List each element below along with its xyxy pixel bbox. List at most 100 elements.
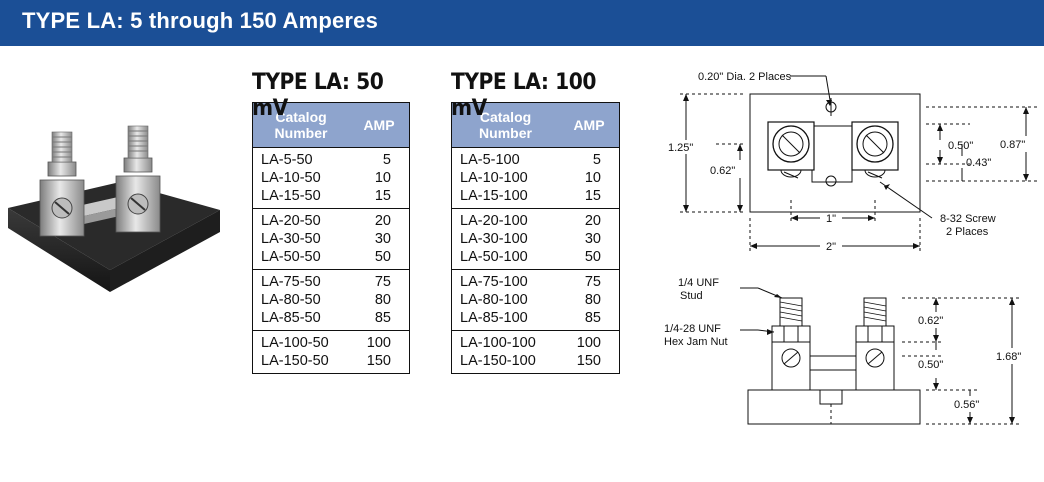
hole-dia-label: 0.20" Dia. 2 Places: [698, 71, 792, 83]
catalog-cell: LA-15-100: [460, 188, 528, 204]
col-catalog-header: Catalog Number: [451, 102, 559, 148]
group-4: LA-100-100 100 LA-150-100 150: [451, 330, 620, 374]
nut-label-line2: Hex Jam Nut: [664, 336, 728, 348]
catalog-cell: LA-30-50: [261, 231, 321, 247]
amp-cell: 100: [576, 335, 601, 351]
catalog-cell: LA-150-50: [261, 353, 329, 369]
screw-label-line1: 8-32 Screw: [940, 213, 996, 225]
catalog-cell: LA-30-100: [460, 231, 528, 247]
amp-cell: 15: [374, 188, 391, 204]
catalog-cell: LA-85-100: [460, 310, 528, 326]
col-catalog-line1: Catalog: [275, 109, 327, 125]
catalog-cell: LA-75-50: [261, 274, 321, 290]
table-100mv-title: TYPE LA: 100 mV: [451, 70, 596, 121]
amp-cell: 85: [584, 310, 601, 326]
dim-side-0.62-label: 0.62": [918, 315, 943, 327]
shunt-product-photo: [8, 125, 220, 292]
col-catalog-header: Catalog Number: [252, 102, 349, 148]
table-row: LA-150-100 150: [452, 352, 620, 374]
catalog-cell: LA-20-50: [261, 213, 321, 229]
col-amp-header: AMP: [559, 102, 620, 148]
dim-side-1.68-label: 1.68": [996, 351, 1021, 363]
col-catalog-line2: Number: [274, 125, 328, 141]
stud-label-line2: Stud: [680, 290, 703, 302]
screw-label-line2: 2 Places: [946, 226, 989, 238]
catalog-cell: LA-80-100: [460, 292, 528, 308]
table-50mv-section: TYPE LA: 50 mV Catalog Number AMP LA-5-5…: [252, 70, 410, 374]
group-3: LA-75-50 75 LA-80-50 80 LA-85-50 85: [252, 269, 410, 331]
table-row: LA-100-100 100: [452, 331, 620, 353]
dim-side-0.50-label: 0.50": [918, 359, 943, 371]
dim-side-0.56-label: 0.56": [954, 399, 979, 411]
dim-0.50-label: 0.50": [948, 140, 973, 152]
catalog-cell: LA-20-100: [460, 213, 528, 229]
dim-0.43-label: 0.43": [966, 157, 991, 169]
nut-label-line1: 1/4-28 UNF: [664, 323, 721, 335]
dim-1.25-label: 1.25": [668, 142, 693, 154]
table-row: LA-85-50 85: [253, 309, 410, 331]
amp-cell: 150: [366, 353, 391, 369]
stud-label-line1: 1/4 UNF: [678, 277, 719, 289]
table-100mv-section: TYPE LA: 100 mV Catalog Number AMP LA-5-…: [451, 70, 620, 374]
table-50mv: Catalog Number AMP LA-5-50 5 LA-10-50 10 L…: [252, 102, 410, 374]
amp-cell: 75: [584, 274, 601, 290]
table-row: LA-50-100 50: [452, 248, 620, 270]
amp-cell: 10: [584, 170, 601, 186]
amp-cell: 20: [584, 213, 601, 229]
amp-cell: 5: [592, 152, 601, 168]
table-row: LA-30-50 30: [253, 230, 410, 248]
col-amp-header: AMP: [349, 102, 410, 148]
col-catalog-line2: Number: [479, 125, 532, 141]
amp-cell: 80: [374, 292, 391, 308]
catalog-cell: LA-50-100: [460, 249, 528, 265]
group-3: LA-75-100 75 LA-80-100 80 LA-85-100 85: [451, 269, 620, 331]
catalog-cell: LA-80-50: [261, 292, 321, 308]
catalog-cell: LA-75-100: [460, 274, 528, 290]
table-row: LA-80-50 80: [253, 291, 410, 309]
table-row: LA-150-50 150: [253, 352, 410, 374]
group-1: LA-5-50 5 LA-10-50 10 LA-15-50 15: [252, 147, 410, 209]
table-row: LA-15-50 15: [253, 187, 410, 209]
catalog-cell: LA-50-50: [261, 249, 321, 265]
table-row: LA-75-100 75: [452, 270, 620, 292]
dim-0.62-label: 0.62": [710, 165, 735, 177]
catalog-cell: LA-5-50: [261, 152, 313, 168]
amp-cell: 80: [584, 292, 601, 308]
table-row: LA-20-100 20: [452, 209, 620, 231]
table-row: LA-20-50 20: [253, 209, 410, 231]
table-row: LA-15-100 15: [452, 187, 620, 209]
catalog-cell: LA-10-50: [261, 170, 321, 186]
catalog-cell: LA-100-100: [460, 335, 536, 351]
dim-0.87-label: 0.87": [1000, 139, 1025, 151]
table-row: LA-5-50 5: [253, 148, 410, 170]
amp-cell: 15: [584, 188, 601, 204]
top-view-base: [749, 93, 921, 213]
table-row: LA-85-100 85: [452, 309, 620, 331]
amp-cell: 50: [584, 249, 601, 265]
amp-cell: 85: [374, 310, 391, 326]
catalog-cell: LA-15-50: [261, 188, 321, 204]
amp-cell: 75: [374, 274, 391, 290]
catalog-cell: LA-100-50: [261, 335, 329, 351]
amp-cell: 30: [374, 231, 391, 247]
catalog-cell: LA-150-100: [460, 353, 536, 369]
amp-cell: 150: [576, 353, 601, 369]
dim-2in-label: 2": [826, 241, 836, 253]
col-catalog-line1: Catalog: [479, 109, 532, 125]
table-row: LA-80-100 80: [452, 291, 620, 309]
amp-cell: 10: [374, 170, 391, 186]
amp-cell: 20: [374, 213, 391, 229]
amp-cell: 5: [382, 152, 391, 168]
dimension-drawings: 0.20" Dia. 2 Places 1.25" 0.62" 0.50" 0.…: [664, 71, 1040, 425]
catalog-cell: LA-85-50: [261, 310, 321, 326]
table-row: LA-75-50 75: [253, 270, 410, 292]
